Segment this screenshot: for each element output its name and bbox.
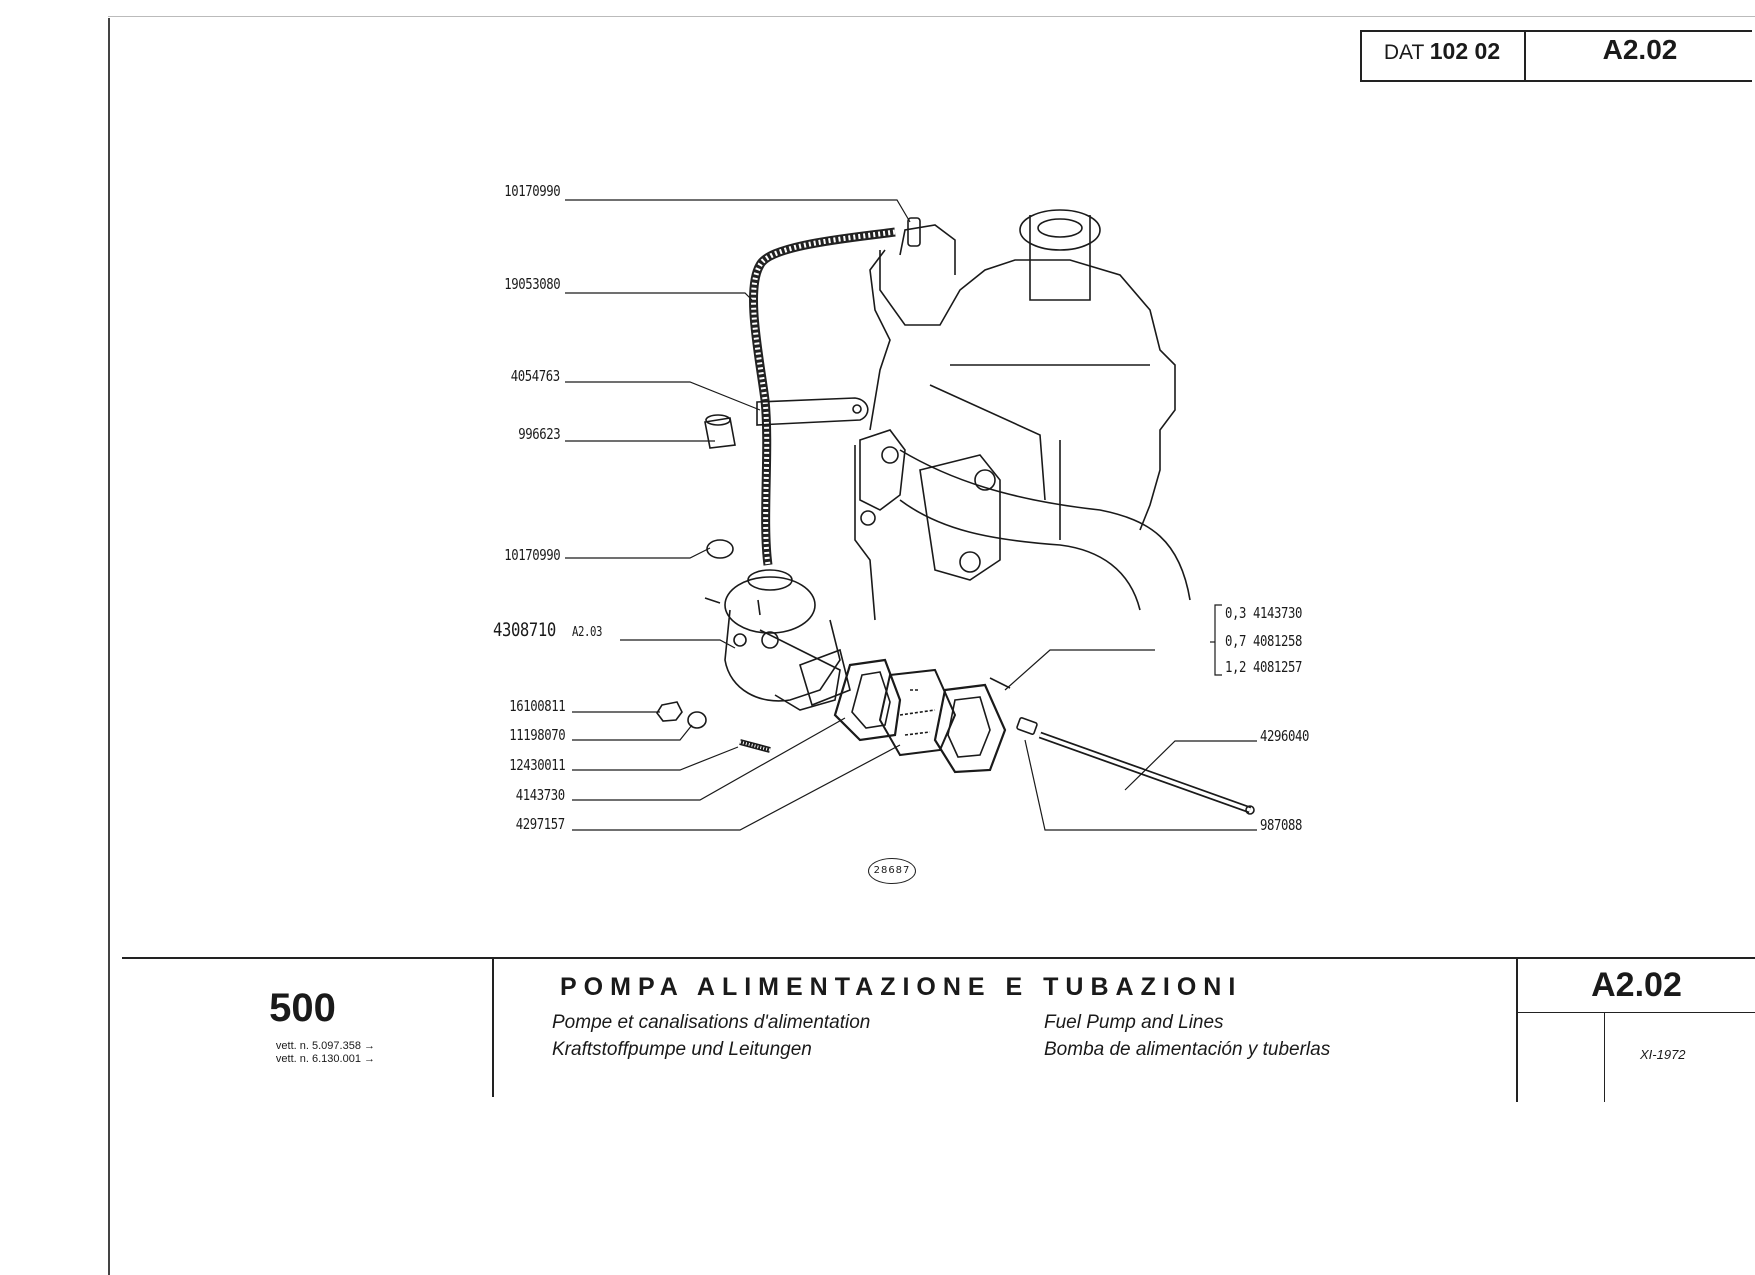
callout-washer: 11198070 [509,726,565,744]
page-code-bottom: A2.02 [1591,966,1682,1004]
page-title: POMPA ALIMENTAZIONE E TUBAZIONI [560,973,1243,1001]
shim-row: 0,7 4081258 [1225,632,1302,650]
callout-nut: 16100811 [509,697,565,715]
callout-gasket: 4143730 [516,786,565,804]
callout-spacer: 4297157 [516,815,565,833]
callout-hose-clamp-bottom: 10170990 [504,546,560,564]
callout-fuel-hose: 19053080 [504,275,560,293]
dat-reference: DAT 102 02 [1383,38,1501,64]
header-divider [1524,30,1526,80]
title-english: Fuel Pump and Lines [1044,1012,1224,1033]
callout-fuel-pump: 4308710 [493,619,556,641]
title-german: Kraftstoffpumpe und Leitungen [552,1039,812,1060]
callout-bushing: 987088 [1260,816,1302,834]
callout-stud: 12430011 [509,756,565,774]
page-code-top: A2.02 [1602,34,1678,65]
vehicle-range-line: vett. n. 5.097.358 → [275,1040,375,1052]
shim-row: 0,3 4143730 [1225,604,1302,622]
figure-number-stamp: 28687 [868,858,916,884]
header-box [1360,30,1752,82]
callout-bracket: 4054763 [511,367,560,385]
footer-code-rule [1516,1012,1755,1013]
footer-divider [1604,1012,1605,1102]
title-french: Pompe et canalisations d'alimentation [552,1012,871,1033]
footer-divider [1516,957,1518,1102]
vehicle-range-line: vett. n. 6.130.001 → [275,1053,375,1065]
shim-row: 1,2 4081257 [1225,658,1302,676]
page-frame-left [108,18,110,1275]
model-number: 500 [269,986,336,1030]
callout-fuel-pump-ref: A2.03 [572,625,603,640]
callout-hose-clamp-top: 10170990 [504,182,560,200]
page-frame-top [108,16,1755,17]
footer-rule [122,957,1755,959]
callout-grommet: 996623 [518,425,560,443]
title-spanish: Bomba de alimentación y tuberlas [1044,1039,1331,1060]
callout-push-rod: 4296040 [1260,727,1309,745]
issue-date: XI-1972 [1640,1047,1686,1062]
footer-divider [492,957,494,1097]
